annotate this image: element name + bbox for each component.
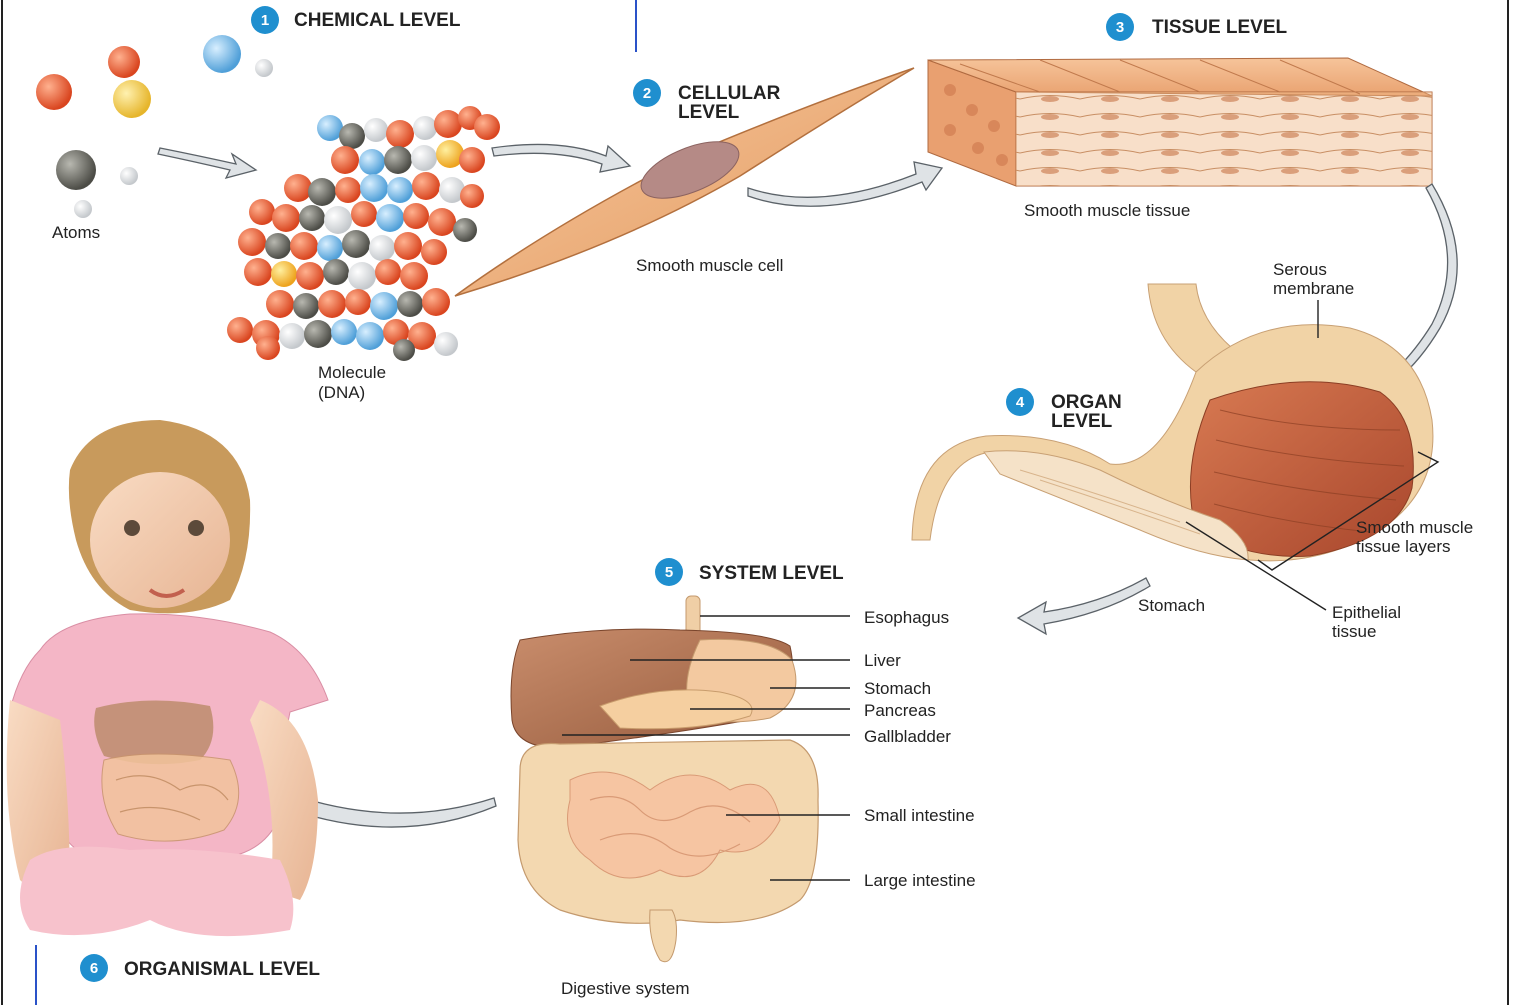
child-organism-illustration (7, 420, 328, 936)
svg-text:4: 4 (1016, 394, 1025, 411)
large-intestine-label: Large intestine (864, 871, 976, 890)
svg-text:SYSTEM LEVEL: SYSTEM LEVEL (699, 563, 844, 584)
svg-text:2: 2 (643, 85, 651, 102)
smooth-muscle-tissue-illustration (928, 58, 1432, 186)
smooth-muscle-layers-label-line1: Smooth muscle (1356, 518, 1473, 537)
arrow-organ-to-system (1018, 578, 1150, 634)
atoms-illustration (36, 35, 273, 218)
stomach-organ-label: Stomach (1138, 596, 1205, 615)
smooth-muscle-tissue-label: Smooth muscle tissue (1024, 201, 1190, 220)
stomach-label: Stomach (864, 679, 931, 698)
svg-text:ORGANISMAL LEVEL: ORGANISMAL LEVEL (124, 959, 320, 980)
epithelial-tissue-label-line2: tissue (1332, 622, 1376, 641)
esophagus-label: Esophagus (864, 608, 949, 627)
digestive-system-label: Digestive system (561, 979, 689, 998)
arrow-molecule-to-cell (492, 144, 630, 172)
svg-text:TISSUE LEVEL: TISSUE LEVEL (1152, 17, 1288, 38)
svg-text:ORGAN: ORGAN (1051, 392, 1122, 413)
organismal-level-heading: 6 ORGANISMAL LEVEL (80, 954, 320, 982)
atoms-label: Atoms (52, 223, 100, 242)
svg-text:3: 3 (1116, 19, 1124, 36)
svg-text:1: 1 (261, 12, 269, 29)
arrow-cell-to-tissue (748, 162, 942, 206)
pancreas-label: Pancreas (864, 701, 936, 720)
system-level-heading: 5 SYSTEM LEVEL (655, 558, 844, 586)
epithelial-tissue-label-line1: Epithelial (1332, 603, 1401, 622)
arrow-atoms-to-molecule (158, 148, 256, 178)
stomach-organ-illustration (912, 284, 1433, 561)
svg-text:CELLULAR: CELLULAR (678, 83, 781, 104)
liver-label: Liver (864, 651, 901, 670)
svg-text:LEVEL: LEVEL (1051, 411, 1113, 432)
serous-membrane-label-line1: Serous (1273, 260, 1327, 279)
smooth-muscle-layers-label-line2: tissue layers (1356, 537, 1450, 556)
tissue-level-heading: 3 TISSUE LEVEL (1106, 13, 1288, 41)
digestive-system-illustration (511, 596, 818, 962)
organ-level-heading: 4 ORGAN LEVEL (1006, 388, 1122, 432)
svg-text:5: 5 (665, 564, 673, 581)
cellular-level-heading: 2 CELLULAR LEVEL (633, 79, 781, 123)
serous-membrane-label-line2: membrane (1273, 279, 1354, 298)
molecule-label-line2: (DNA) (318, 383, 365, 402)
small-intestine-label: Small intestine (864, 806, 975, 825)
chemical-level-heading: 1 CHEMICAL LEVEL (251, 6, 461, 34)
gallbladder-label: Gallbladder (864, 727, 951, 746)
smooth-muscle-cell-label: Smooth muscle cell (636, 256, 783, 275)
dna-molecule-illustration (227, 106, 500, 361)
molecule-label-line1: Molecule (318, 363, 386, 382)
svg-text:CHEMICAL LEVEL: CHEMICAL LEVEL (294, 10, 461, 31)
svg-text:6: 6 (90, 960, 98, 977)
svg-text:LEVEL: LEVEL (678, 102, 740, 123)
